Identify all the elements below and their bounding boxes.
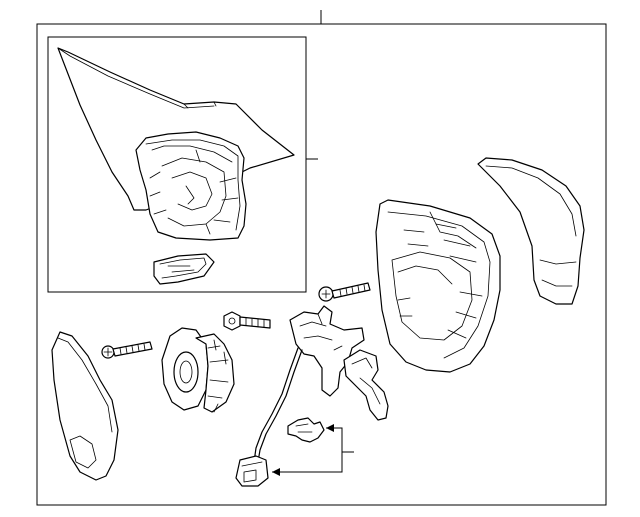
bracket-with-harness [235, 305, 389, 487]
screw-center [223, 311, 271, 331]
harness-clip [287, 417, 325, 443]
skull-cap [477, 157, 585, 305]
mirror-glass [51, 331, 119, 481]
inset-mirror-assembly [57, 47, 295, 241]
screw-upper [318, 282, 371, 302]
actuator-motor [161, 327, 235, 413]
screw-left [101, 341, 153, 359]
mirror-housing [375, 199, 501, 373]
assembly-outer-frame [36, 23, 607, 506]
callout-leaders [272, 424, 354, 476]
inset-frame [47, 36, 307, 293]
inset-small-cover [153, 253, 215, 285]
